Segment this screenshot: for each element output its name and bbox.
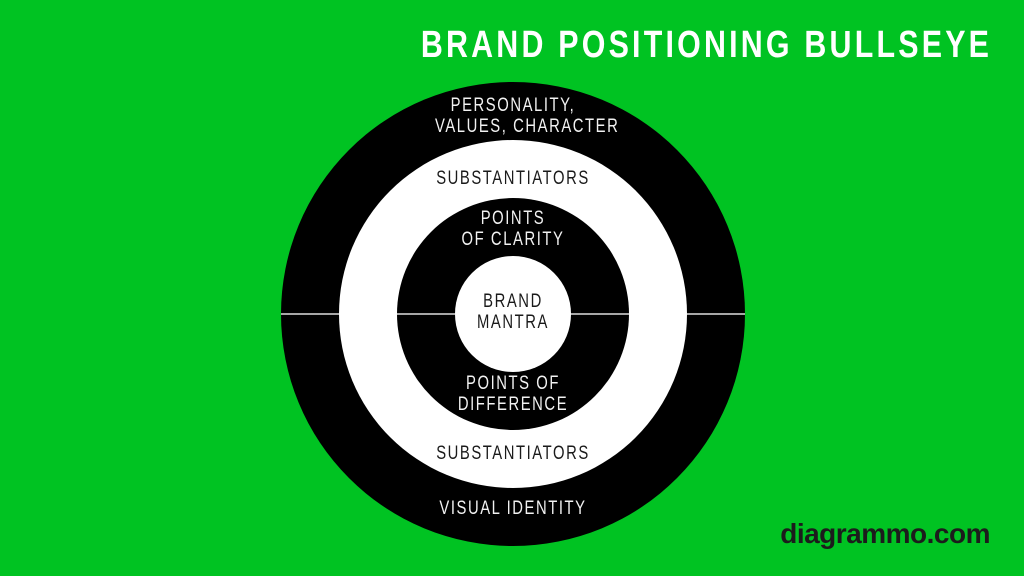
outer-top-label-2: VALUES, CHARACTER	[435, 116, 620, 137]
brand-logo: diagrammo.com	[780, 518, 990, 549]
mantra-center	[455, 256, 571, 372]
white-bottom-label: SUBSTANTIATORS	[436, 443, 590, 464]
diagram-title: BRAND POSITIONING BULLSEYE	[420, 24, 992, 66]
inner-top-label-1: POINTS	[480, 208, 546, 229]
center-label-2: MANTRA	[477, 312, 549, 333]
inner-bottom-label-2: DIFFERENCE	[457, 394, 569, 415]
inner-bottom-label-1: POINTS OF	[466, 373, 560, 394]
outer-bottom-label: VISUAL IDENTITY	[439, 498, 587, 519]
center-label-1: BRAND	[483, 291, 543, 312]
inner-top-label-2: OF CLARITY	[461, 229, 565, 250]
white-top-label: SUBSTANTIATORS	[436, 168, 590, 189]
outer-top-label-1: PERSONALITY,	[450, 95, 576, 116]
